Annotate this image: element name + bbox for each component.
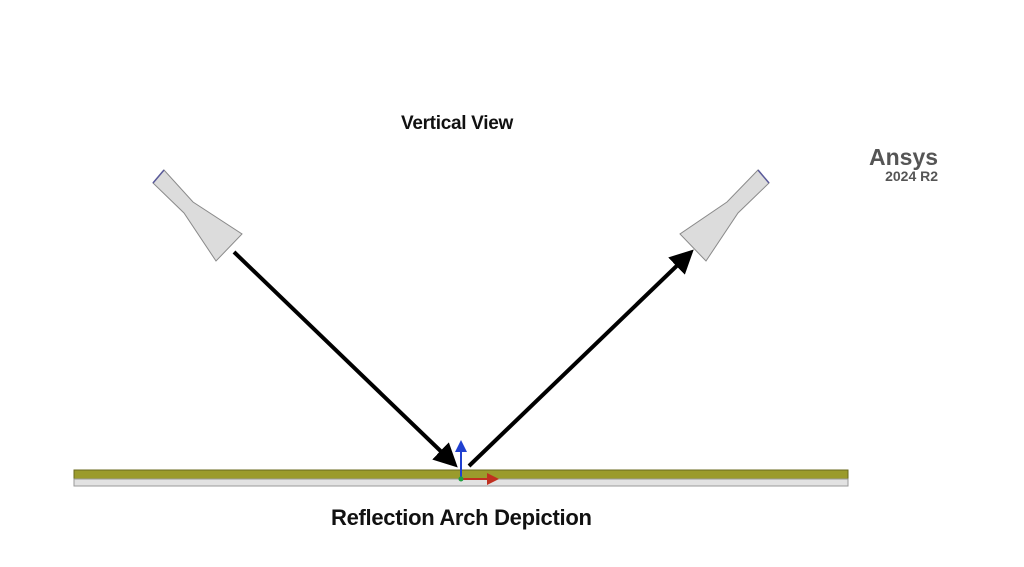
diagram-caption: Reflection Arch Depiction xyxy=(331,505,592,530)
brand-name: Ansys xyxy=(869,144,939,170)
y-axis-icon xyxy=(458,476,464,482)
view-title: Vertical View xyxy=(401,113,513,134)
horn-aperture-right xyxy=(757,169,770,184)
horn-body-left xyxy=(152,169,243,262)
incident-arrow xyxy=(232,250,458,468)
horn-antenna-left[interactable] xyxy=(152,169,243,262)
horn-aperture-left xyxy=(152,169,165,184)
brand-version: 2024 R2 xyxy=(885,168,939,184)
horn-antenna-right[interactable] xyxy=(679,169,770,262)
brand-logo: Ansys 2024 R2 xyxy=(869,145,938,183)
reflected-arrow xyxy=(467,249,694,468)
coordinate-triad xyxy=(455,440,499,485)
horn-body-right xyxy=(679,169,770,262)
